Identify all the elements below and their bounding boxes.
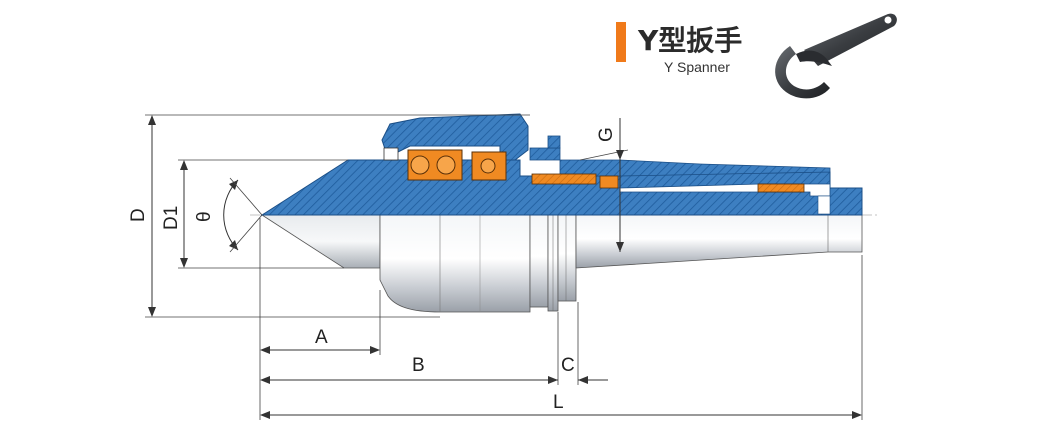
title-en: Y Spanner xyxy=(664,59,730,75)
dimension-lines xyxy=(145,114,863,420)
title-cn: Y型扳手 xyxy=(637,24,742,57)
label-B: B xyxy=(412,355,425,376)
label-C: C xyxy=(561,355,575,376)
label-L: L xyxy=(553,392,564,413)
section-view xyxy=(260,113,863,216)
bearing-group xyxy=(383,147,805,193)
label-D1: D1 xyxy=(161,206,182,230)
external-view xyxy=(260,214,863,313)
label-theta: θ xyxy=(194,211,215,222)
label-G: G xyxy=(596,127,617,142)
label-D: D xyxy=(128,208,149,222)
label-A: A xyxy=(315,327,328,348)
title-accent-bar xyxy=(616,22,626,62)
spanner-icon xyxy=(775,13,897,99)
